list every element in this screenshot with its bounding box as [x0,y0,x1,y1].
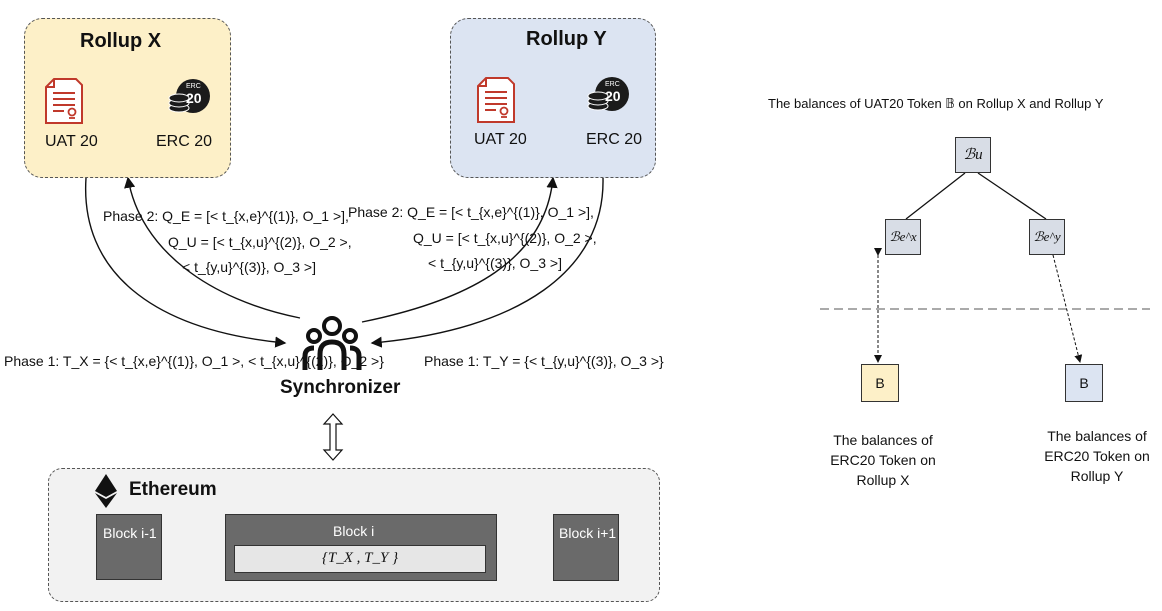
uat-document-icon [45,78,83,124]
tree-root-label: ℬu [963,147,983,163]
phase2-left-line1: Phase 2: Q_E = [< t_{x,e}^{(1)}, O_1 >], [103,208,349,224]
block-current: Block i {T_X , T_Y } [225,514,497,581]
block-next-label: Block i+1 [559,525,617,541]
tree-left-label: ℬe^x [889,229,917,244]
erc-coin-top-text: ERC [605,81,620,88]
erc-coin-num-text: 20 [186,90,202,106]
caption-line: The balances of [833,432,933,448]
tree-left-node: ℬe^x [885,219,921,255]
phase2-right-line1: Phase 2: Q_E = [< t_{x,e}^{(1)}, O_1 >], [348,204,594,220]
users-group-icon [302,316,362,370]
block-prev: Block i-1 [96,514,162,580]
curve-sync-to-rollupy [361,176,558,323]
phase2-right-line3: < t_{y,u}^{(3)}, O_3 >] [428,255,562,271]
rollup-y-title: Rollup Y [526,28,607,50]
rollup-x-uat-label: UAT 20 [45,133,98,150]
tree-leaf-left-label: B [875,375,885,391]
tree-leaf-right-label: B [1079,375,1089,391]
tree-caption-right: The balances of ERC20 Token on Rollup Y [1036,426,1158,486]
tree-right-label: ℬe^y [1033,229,1061,244]
block-next: Block i+1 [553,514,619,581]
block-current-tx-box: {T_X , T_Y } [234,545,486,573]
curve-sync-to-rollupx [124,176,301,319]
block-current-label: Block i [333,523,375,539]
tree-right-node: ℬe^y [1029,219,1065,255]
phase2-left-line3: < t_{y,u}^{(3)}, O_3 >] [182,259,316,275]
curve-rollupx-to-sync [85,177,287,348]
curve-rollupy-to-sync [370,177,604,348]
ethereum-icon [95,474,117,508]
erc-coin-num-text: 20 [605,88,621,104]
rollup-y-uat-label: UAT 20 [474,131,527,148]
synchronizer-label: Synchronizer [280,377,401,398]
tree-leaf-left: B [861,364,899,402]
caption-line: ERC20 Token on [830,452,936,468]
uat-document-icon [477,77,515,123]
phase2-right-line2: Q_U = [< t_{x,u}^{(2)}, O_2 >, [413,230,597,246]
caption-line: The balances of [1047,428,1147,444]
tree-link-right [1047,247,1083,363]
tree-leaf-right: B [1065,364,1103,402]
phase2-left-line2: Q_U = [< t_{x,u}^{(2)}, O_2 >, [168,234,352,250]
phase1-left: Phase 1: T_X = {< t_{x,e}^{(1)}, O_1 >, … [4,353,384,369]
erc20-coin-icon: ERC 20 [586,74,630,118]
erc20-coin-icon: ERC 20 [167,76,211,120]
tree-edge-root-left [905,172,966,220]
double-arrow [322,413,344,461]
rollup-x-erc-label: ERC 20 [156,133,213,150]
caption-line: Rollup X [856,472,910,488]
caption-line: Rollup Y [1070,468,1124,484]
tree-title: The balances of UAT20 Token 𝔹 on Rollup … [768,96,1104,111]
rollup-x-title: Rollup X [80,30,162,52]
block-prev-label: Block i-1 [103,525,157,541]
tree-caption-left: The balances of ERC20 Token on Rollup X [820,430,946,490]
block-current-tx-text: {T_X , T_Y } [321,550,399,566]
erc-coin-top-text: ERC [186,83,201,90]
ethereum-title: Ethereum [129,479,217,500]
caption-line: ERC20 Token on [1044,448,1150,464]
rollup-y-erc-label: ERC 20 [586,131,643,148]
phase1-right: Phase 1: T_Y = {< t_{y,u}^{(3)}, O_3 >} [424,353,664,369]
tree-root-node: ℬu [955,137,991,173]
tree-edge-root-right [977,172,1047,220]
